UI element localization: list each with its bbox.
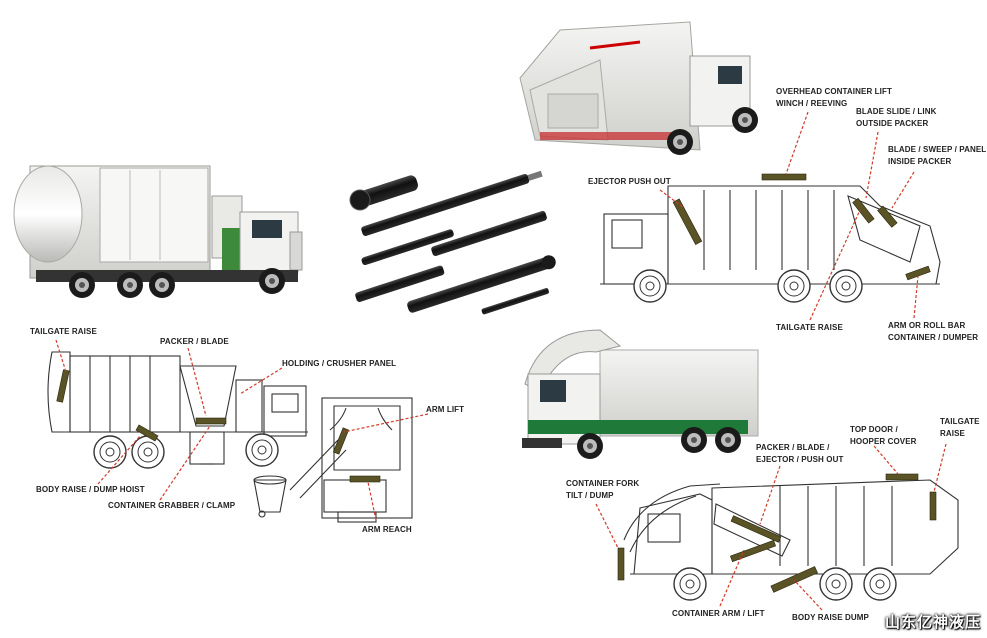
leader-lines (55, 111, 947, 611)
label-ejector-push-out-front: EJECTOR / PUSH OUT (756, 455, 844, 464)
rear-loader-line-drawing (600, 185, 941, 285)
label-holding-crusher-panel: HOLDING / CRUSHER PANEL (282, 359, 397, 368)
label-packer-blade: PACKER / BLADE (160, 337, 229, 346)
side-loader-arm-drawing (253, 397, 413, 523)
label-container-fork: CONTAINER FORK (566, 479, 640, 488)
label-tailgate-raise: TAILGATE RAISE (30, 327, 97, 336)
label-top-door: TOP DOOR / (850, 425, 898, 434)
rear-loader-cylinders (672, 173, 931, 281)
label-body-raise-dump-hoist: BODY RAISE / DUMP HOIST (36, 485, 145, 494)
label-outside-packer: OUTSIDE PACKER (856, 119, 929, 128)
label-rear-tailgate-raise: TAILGATE RAISE (776, 323, 843, 332)
label-overhead-container-lift: OVERHEAD CONTAINER LIFT (776, 87, 892, 96)
label-arm-reach: ARM REACH (362, 525, 412, 534)
label-arm-or-roll-bar: ARM OR ROLL BAR (888, 321, 966, 330)
front-loader-line-drawing (623, 479, 959, 575)
side-loader-line-drawing (47, 351, 308, 465)
label-inside-packer: INSIDE PACKER (888, 157, 952, 166)
side-loader-truck-photo (13, 165, 303, 298)
label-packer-blade-ejector: PACKER / BLADE / (756, 443, 830, 452)
front-loader-truck-photo (522, 329, 759, 459)
label-front-raise: RAISE (940, 429, 965, 438)
label-hooper-cover: HOOPER COVER (850, 437, 917, 446)
front-loader-cylinders (617, 473, 937, 593)
watermark: 山东亿神液压 (884, 613, 981, 631)
label-arm-lift: ARM LIFT (426, 405, 465, 414)
label-blade-slide-link: BLADE SLIDE / LINK (856, 107, 937, 116)
side-loader-cylinders (56, 369, 381, 483)
label-blade-sweep-panel: BLADE / SWEEP / PANEL (888, 145, 987, 154)
label-container-arm-lift: CONTAINER ARM / LIFT (672, 609, 765, 618)
hydraulic-cylinders-photo (349, 170, 556, 315)
label-ejector-push-out: EJECTOR PUSH OUT (588, 177, 671, 186)
label-container-dumper: CONTAINER / DUMPER (888, 333, 979, 342)
label-winch-reeving: WINCH / REEVING (776, 99, 848, 108)
label-container-grabber-clamp: CONTAINER GRABBER / CLAMP (108, 501, 236, 510)
label-body-raise-dump: BODY RAISE DUMP (792, 613, 869, 622)
rear-loader-truck-photo (519, 21, 758, 155)
label-front-tailgate: TAILGATE (940, 417, 980, 426)
label-tilt-dump: TILT / DUMP (566, 491, 614, 500)
